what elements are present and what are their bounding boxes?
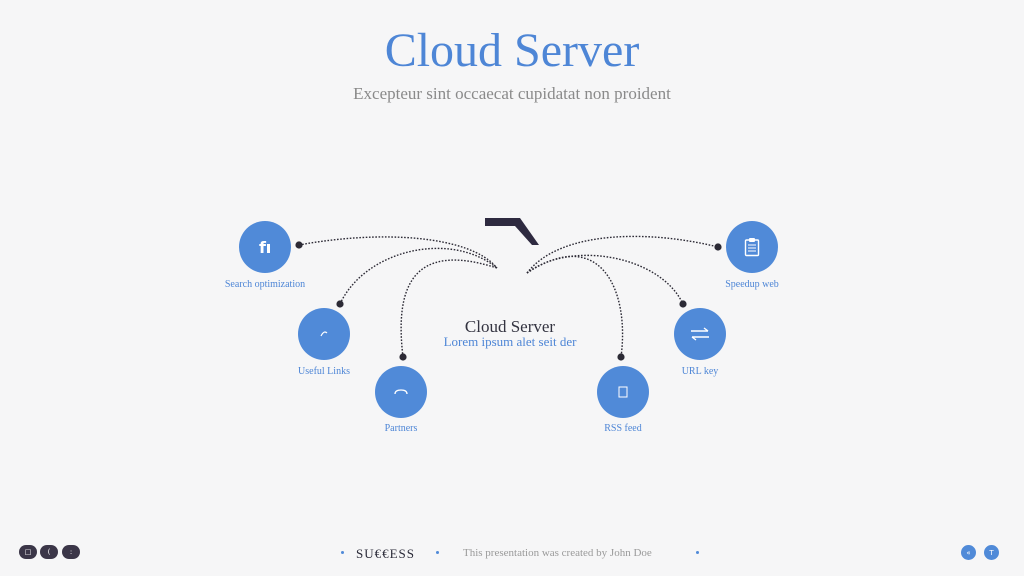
- prev-slide-button[interactable]: «: [961, 545, 976, 560]
- footer-dot-right: [696, 551, 699, 554]
- footer-control-paren[interactable]: (: [40, 545, 58, 559]
- footer-dot-mid: [436, 551, 439, 554]
- rss-feed-label: RSS feed: [604, 423, 642, 434]
- link-icon: [319, 330, 329, 338]
- search-optimization-icon: f: [258, 239, 272, 255]
- decorative-mark: [485, 218, 539, 245]
- rss-icon: [618, 386, 628, 398]
- useful-links-node[interactable]: [298, 308, 350, 360]
- slide-subtitle: Excepteur sint occaecat cupidatat non pr…: [353, 84, 671, 103]
- next-slide-button[interactable]: T: [984, 545, 999, 560]
- useful-links-label: Useful Links: [298, 366, 350, 377]
- footer-credit: This presentation was created by John Do…: [463, 547, 652, 559]
- search-optimization-node[interactable]: f: [239, 221, 291, 273]
- speedup-web-node[interactable]: [726, 221, 778, 273]
- center-title: Cloud Server: [464, 317, 556, 336]
- brand-logo-text: SU€€ESS: [356, 546, 416, 561]
- speedup-web-label: Speedup web: [725, 279, 779, 290]
- url-key-node[interactable]: [674, 308, 726, 360]
- clipboard-icon: [744, 237, 760, 257]
- search-optimization-label: Search optimization: [224, 279, 306, 290]
- url-key-label: URL key: [681, 366, 719, 377]
- center-subtitle: Lorem ipsum alet seit der: [443, 334, 577, 349]
- partners-label: Partners: [384, 423, 418, 434]
- partners-node[interactable]: [375, 366, 427, 418]
- footer-dot-left: [341, 551, 344, 554]
- svg-text:f: f: [259, 239, 267, 255]
- footer-control-colon[interactable]: :: [62, 545, 80, 559]
- exchange-arrows-icon: [689, 327, 711, 341]
- rss-feed-node[interactable]: [597, 366, 649, 418]
- partners-icon: [393, 388, 409, 396]
- footer-control-square[interactable]: □: [19, 545, 37, 559]
- slide-title: Cloud Server: [384, 24, 640, 77]
